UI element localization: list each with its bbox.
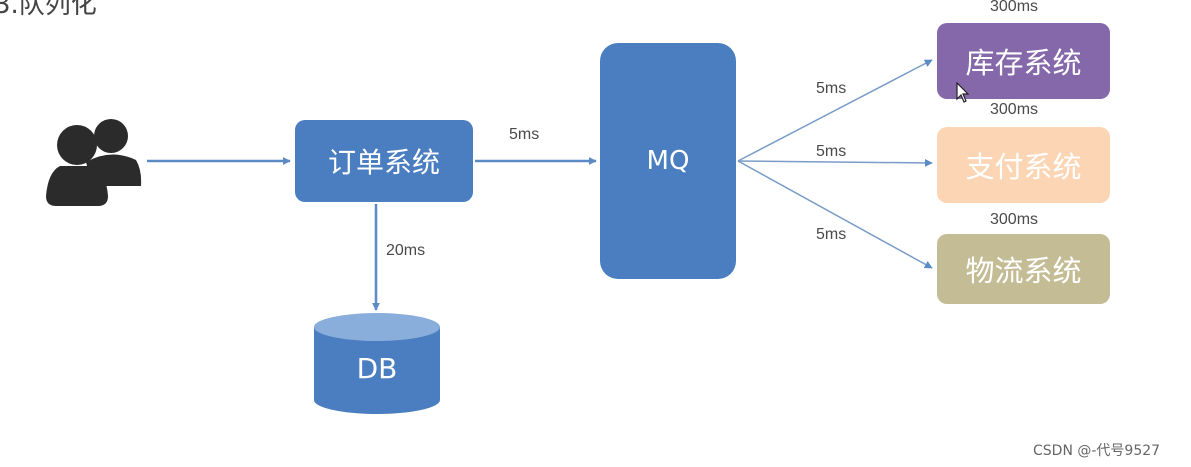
watermark: CSDN @-代号9527	[1033, 443, 1161, 459]
mq-node: MQ	[600, 43, 736, 279]
order-to-mq-label: 5ms	[509, 126, 540, 143]
mq-to-payment-label: 5ms	[816, 143, 847, 160]
order-system-node: 订单系统	[295, 120, 473, 202]
db-label: DB	[356, 352, 398, 385]
arrow-mq-to-payment	[737, 158, 933, 167]
payment-system-node: 支付系统	[937, 127, 1110, 203]
mouse-cursor-icon	[956, 82, 970, 103]
arrow-mq-to-inventory	[737, 59, 933, 162]
arrow-mq-to-logistics	[737, 160, 933, 269]
db-cylinder	[314, 313, 440, 414]
mq-to-inventory-label: 5ms	[816, 80, 847, 97]
users-icon	[46, 119, 142, 206]
mq-to-logistics-label: 5ms	[816, 226, 847, 243]
logistics-latency-label: 300ms	[990, 211, 1039, 228]
inventory-latency-label: 300ms	[990, 0, 1039, 15]
inventory-system-node: 库存系统	[937, 23, 1110, 99]
page-title-fragment: 3.队列化	[0, 0, 97, 20]
logistics-system-node: 物流系统	[937, 234, 1110, 304]
payment-latency-label: 300ms	[990, 101, 1039, 118]
order-to-db-label: 20ms	[386, 242, 426, 259]
